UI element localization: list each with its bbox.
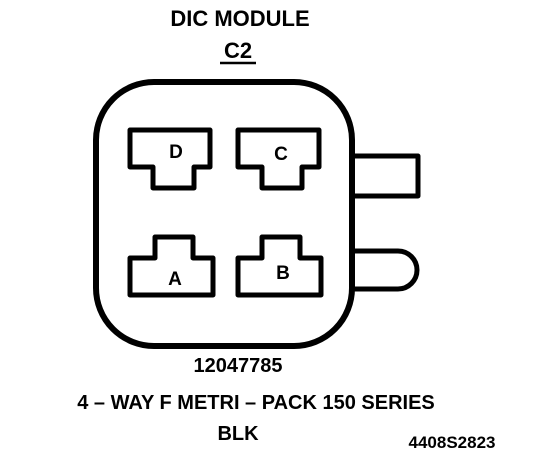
color-code: BLK (217, 423, 259, 445)
figure-code: 4408S2823 (409, 433, 496, 452)
pin-label-a: A (168, 269, 182, 290)
connector-description: 4 – WAY F METRI – PACK 150 SERIES (77, 392, 435, 414)
pin-label-b: B (276, 263, 290, 284)
cavity-a (127, 234, 216, 298)
part-number: 12047785 (194, 355, 283, 377)
diagram-title: DIC MODULE (170, 6, 309, 31)
lower-lock-tab (350, 248, 420, 292)
pin-label-c: C (274, 144, 288, 165)
cavity-b (235, 234, 324, 298)
upper-lock-tab (350, 153, 421, 199)
cavity-c (235, 127, 322, 191)
cavity-d (127, 127, 213, 191)
connector-body (93, 79, 355, 349)
pin-label-d: D (169, 142, 183, 163)
connector-id: C2 (224, 38, 252, 63)
